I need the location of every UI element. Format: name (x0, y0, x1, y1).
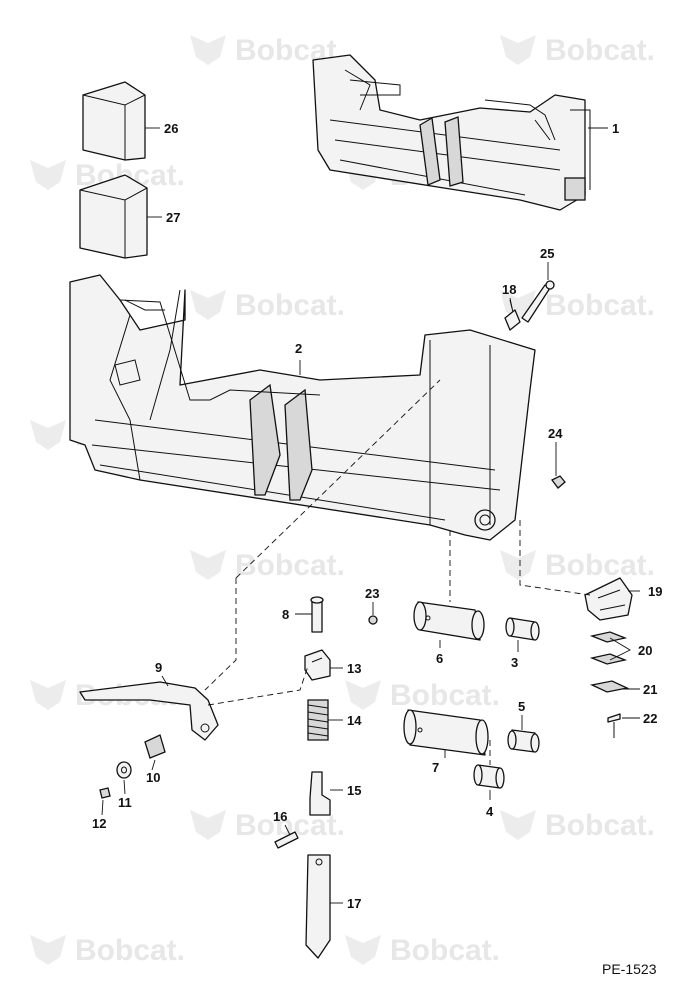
callout-26: 26 (164, 121, 178, 136)
bobcat-logo-icon (345, 935, 381, 965)
part-22-screw (607, 713, 621, 738)
callout-13: 13 (347, 661, 361, 676)
watermark-row-3: Bobcat. Bobcat. (190, 289, 655, 322)
callout-16: 16 (273, 809, 287, 824)
part-2-mount-frame (69, 274, 536, 541)
part-13-block (304, 649, 331, 681)
part-11-washer (116, 761, 132, 779)
reference-code: PE-1523 (602, 961, 657, 977)
callout-14: 14 (347, 713, 362, 728)
callout-24: 24 (548, 426, 563, 441)
bobcat-logo-icon (30, 680, 66, 710)
part-7-sleeve (403, 709, 489, 756)
part-9-lever (79, 681, 219, 741)
bobcat-logo-icon (190, 290, 226, 320)
bobcat-logo-icon (190, 550, 226, 580)
callout-5: 5 (518, 699, 525, 714)
callout-23: 23 (365, 586, 379, 601)
callout-2: 2 (295, 341, 302, 356)
bobcat-logo-icon (30, 935, 66, 965)
callout-11: 11 (118, 795, 132, 810)
callout-7: 7 (432, 760, 439, 775)
part-21-plate (589, 680, 630, 693)
callout-3: 3 (511, 655, 518, 670)
watermark-text: Bobcat. (545, 289, 655, 322)
watermark-text: Bobcat. (545, 809, 655, 842)
callouts: 1 2 3 4 5 6 7 8 9 10 11 12 13 14 15 16 1… (92, 121, 662, 911)
watermark-row-7: Bobcat. Bobcat. (190, 809, 655, 842)
part-6-sleeve (413, 601, 485, 641)
watermark-text: Bobcat. (390, 679, 500, 712)
watermark-text: Bobcat. (235, 549, 345, 582)
part-1-quick-tach-frame (312, 54, 591, 211)
callout-4: 4 (486, 804, 494, 819)
bobcat-logo-icon (500, 810, 536, 840)
bobcat-logo-icon (345, 680, 381, 710)
callout-27: 27 (166, 210, 180, 225)
callout-18: 18 (502, 282, 516, 297)
part-8-pin (310, 596, 324, 633)
callout-8: 8 (282, 607, 289, 622)
watermark-text: Bobcat. (545, 34, 655, 67)
watermark-row-8: Bobcat. Bobcat. (30, 934, 500, 967)
part-19-pivot-block (584, 577, 633, 621)
callout-12: 12 (92, 816, 106, 831)
leader-lines (101, 127, 640, 904)
callout-15: 15 (347, 783, 361, 798)
callout-21: 21 (643, 682, 657, 697)
callout-1: 1 (612, 121, 619, 136)
callout-22: 22 (643, 711, 657, 726)
callout-10: 10 (146, 770, 160, 785)
bobcat-logo-icon (190, 810, 226, 840)
watermark-text: Bobcat. (75, 934, 185, 967)
part-5-bushing (507, 729, 540, 753)
assembly-lines (204, 379, 591, 765)
part-16-roll-pin (274, 831, 299, 849)
watermark-row-1: Bobcat. Bobcat. (190, 34, 655, 67)
bobcat-logo-icon (190, 35, 226, 65)
part-12-nut (99, 787, 111, 799)
watermark-text: Bobcat. (390, 934, 500, 967)
callout-6: 6 (436, 651, 443, 666)
part-27-box (79, 174, 148, 259)
callout-9: 9 (155, 660, 162, 675)
callout-17: 17 (347, 896, 361, 911)
part-24-nut (551, 475, 566, 489)
bobcat-logo-icon (30, 160, 66, 190)
bobcat-logo-icon (30, 420, 66, 450)
part-20-shim-plates (589, 631, 628, 665)
part-17-rod (305, 854, 331, 959)
watermark-row-5: Bobcat. Bobcat. (190, 549, 655, 582)
part-26-box (82, 81, 146, 161)
callout-20: 20 (638, 643, 652, 658)
bobcat-logo-icon (500, 35, 536, 65)
part-15-latch-pin (309, 771, 331, 816)
watermark-text: Bobcat. (545, 549, 655, 582)
watermark-text: Bobcat. (235, 289, 345, 322)
part-23-nut (368, 615, 378, 625)
callout-25: 25 (540, 246, 554, 261)
part-14-spring (307, 699, 329, 741)
part-4-bushing (473, 764, 505, 789)
watermarks: Bobcat. Bobcat. Bobcat. Bobcat. Bobcat. … (30, 34, 655, 967)
bobcat-logo-icon (500, 550, 536, 580)
callout-19: 19 (648, 584, 662, 599)
part-3-bushing (505, 617, 540, 641)
part-10-spring (144, 734, 166, 759)
part-25-bolt (521, 280, 555, 323)
